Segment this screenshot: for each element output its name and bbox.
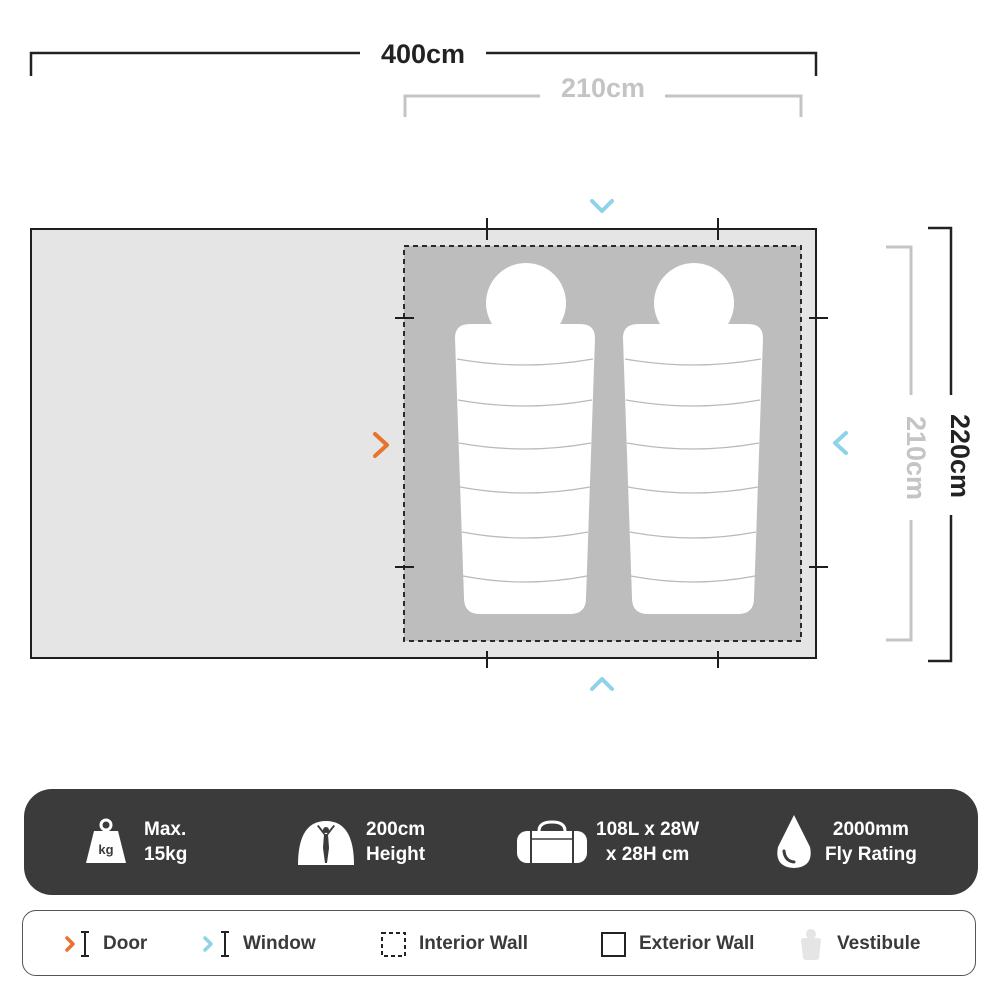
spec-packed-size-line2: x 28H cm	[605, 844, 690, 865]
interior-wall-icon	[381, 932, 406, 957]
legend-exterior-wall-label: Exterior Wall	[639, 933, 755, 954]
overall-length-label: 400cm	[381, 39, 465, 69]
inner-width-dimension	[886, 245, 913, 642]
legend-interior-wall: Interior Wall	[379, 911, 528, 977]
exterior-wall-icon	[601, 932, 626, 957]
overall-length-dimension	[29, 51, 818, 76]
door-markers	[395, 317, 414, 568]
spec-bar: kg Max. 15kg 200cm Height	[24, 789, 978, 895]
legend-interior-wall-label: Interior Wall	[419, 933, 529, 954]
inner-width-label: 210cm	[901, 416, 931, 500]
legend-door-label: Door	[103, 933, 148, 954]
inner-length-label: 210cm	[561, 73, 645, 103]
spec-weight: kg Max. 15kg	[74, 789, 187, 895]
door-arrow-icon	[373, 432, 389, 458]
spec-height-line2: Height	[366, 844, 426, 865]
window-markers	[486, 218, 828, 668]
tent-height-icon	[294, 810, 358, 874]
legend-vestibule: Vestibule	[793, 911, 920, 977]
spec-weight-line2: 15kg	[144, 844, 188, 865]
inner-length-dimension	[403, 94, 803, 117]
sleeping-bag-right	[623, 263, 763, 614]
overall-width-dimension	[928, 226, 953, 663]
window-arrow-right-icon	[833, 431, 848, 455]
spec-fly-rating: 2000mm Fly Rating	[769, 789, 917, 895]
spec-packed-size-line1: 108L x 28W	[596, 819, 700, 840]
floor-plan-diagram: 400cm 210cm 220cm 210cm	[29, 39, 975, 691]
spec-fly-rating-line2: Fly Rating	[825, 844, 917, 865]
weight-icon: kg	[74, 810, 138, 874]
spec-height: 200cm Height	[294, 789, 425, 895]
vestibule-icon	[801, 929, 821, 960]
window-icon	[203, 931, 229, 957]
legend-window: Window	[201, 911, 316, 977]
window-arrow-top-icon	[590, 199, 614, 213]
door-icon	[65, 931, 89, 957]
overall-width-label: 220cm	[945, 414, 975, 498]
water-drop-icon	[769, 810, 819, 874]
legend-window-label: Window	[243, 933, 316, 954]
svg-text:kg: kg	[98, 842, 113, 857]
sleeping-bag-left	[455, 263, 595, 614]
spec-fly-rating-line1: 2000mm	[832, 819, 909, 840]
spec-height-line1: 200cm	[366, 819, 426, 840]
spec-weight-line1: Max.	[144, 819, 187, 840]
legend-exterior-wall: Exterior Wall	[599, 911, 754, 977]
legend-door: Door	[63, 911, 147, 977]
legend: Door Window Interior Wall Exterior Wall …	[22, 910, 976, 976]
duffel-bag-icon	[512, 810, 592, 874]
window-arrow-bottom-icon	[590, 677, 614, 691]
spec-packed-size: 108L x 28W x 28H cm	[512, 789, 699, 895]
legend-vestibule-label: Vestibule	[837, 933, 921, 954]
